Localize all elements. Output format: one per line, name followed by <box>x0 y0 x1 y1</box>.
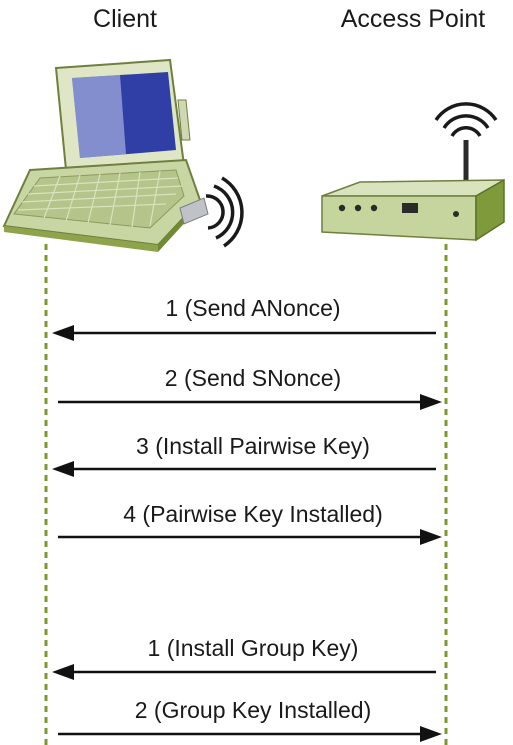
arrow-head <box>420 394 442 410</box>
message-label: 4 (Pairwise Key Installed) <box>123 501 383 527</box>
message-label: 2 (Group Key Installed) <box>134 697 372 723</box>
message-label: 1 (Send ANonce) <box>165 295 341 321</box>
message-arrow <box>58 726 442 742</box>
message-arrow <box>52 461 436 477</box>
message-label: 1 (Install Group Key) <box>147 635 359 661</box>
arrow-head <box>52 461 74 477</box>
laptop-icon <box>2 58 244 252</box>
message-arrow <box>58 529 442 545</box>
client-label: Client <box>93 5 157 33</box>
arrow-head <box>52 325 74 341</box>
ap-signal-icon <box>434 102 498 137</box>
message-arrow <box>52 325 436 341</box>
message-label: 3 (Install Pairwise Key) <box>136 433 370 459</box>
access-point-label: Access Point <box>340 5 486 33</box>
arrow-head <box>52 664 74 680</box>
access-point-icon <box>321 102 505 242</box>
arrow-head <box>420 529 442 545</box>
laptop-signal-icon <box>205 176 244 248</box>
message-arrow <box>52 664 436 680</box>
arrow-head <box>420 726 442 742</box>
message-label: 2 (Send SNonce) <box>164 365 342 391</box>
message-arrow <box>58 394 442 410</box>
